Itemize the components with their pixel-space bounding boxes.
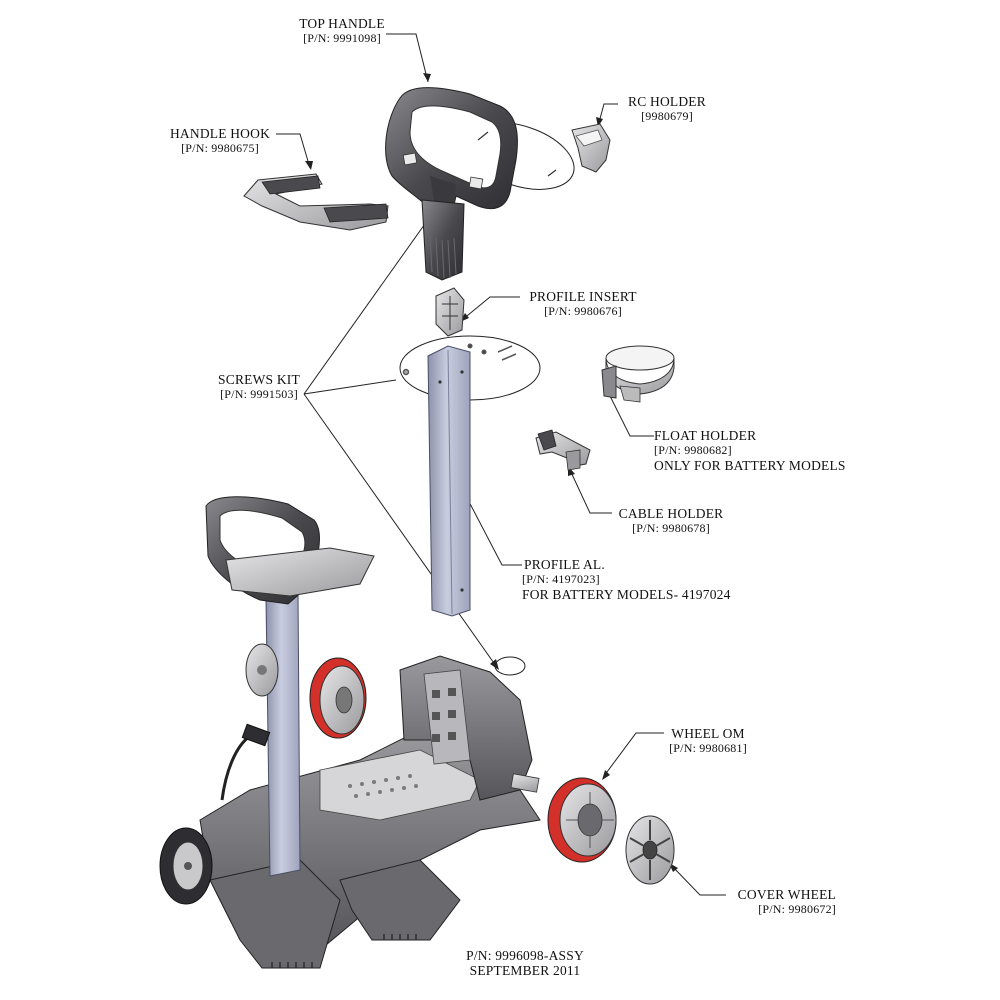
wheel-icon <box>547 777 617 863</box>
label-handle-hook: HANDLE HOOK [P/N: 9980675] <box>158 126 282 156</box>
part-note: FOR BATTERY MODELS- 4197024 <box>522 587 731 602</box>
part-number: [9980679] <box>641 109 693 123</box>
label-screws-kit: SCREWS KIT [P/N: 9991503] <box>204 372 314 402</box>
part-name: SCREWS KIT <box>218 372 300 387</box>
label-float-holder: FLOAT HOLDER [P/N: 9980682] ONLY FOR BAT… <box>654 428 874 473</box>
part-number: [P/N: 9980672] <box>758 902 836 916</box>
part-name: HANDLE HOOK <box>169 126 271 141</box>
part-number: [P/N: 9980676] <box>544 304 622 318</box>
part-number: [P/N: 9991503] <box>220 387 298 401</box>
label-cover-wheel: COVER WHEEL [P/N: 9980672] <box>720 887 836 917</box>
footer-assembly-info: P/N: 9996098-ASSY SEPTEMBER 2011 <box>440 948 610 978</box>
handle-hook-icon <box>243 173 389 231</box>
rc-holder-icon <box>571 123 611 173</box>
profile-insert-icon <box>435 287 465 337</box>
part-number: [P/N: 4197023] <box>522 572 600 586</box>
top-handle-icon <box>385 87 518 281</box>
label-wheel-om: WHEEL OM [P/N: 9980681] <box>660 726 756 756</box>
label-profile-al: PROFILE AL. [P/N: 4197023] FOR BATTERY M… <box>522 557 762 602</box>
part-name: TOP HANDLE <box>299 16 385 31</box>
revision-date: SEPTEMBER 2011 <box>469 963 581 978</box>
assembly-part-number: P/N: 9996098-ASSY <box>466 948 584 963</box>
part-name: WHEEL OM <box>671 726 745 741</box>
detail-ellipse-bottom <box>494 656 526 676</box>
part-name: PROFILE INSERT <box>529 289 637 304</box>
label-profile-insert: PROFILE INSERT [P/N: 9980676] <box>518 289 648 319</box>
part-name: CABLE HOLDER <box>618 506 724 521</box>
float-holder-icon <box>601 345 675 403</box>
label-cable-holder: CABLE HOLDER [P/N: 9980678] <box>610 506 732 536</box>
part-number: [P/N: 9991098] <box>303 31 381 45</box>
part-number: [P/N: 9980678] <box>632 521 710 535</box>
label-top-handle: TOP HANDLE [P/N: 9991098] <box>286 16 398 46</box>
part-number: [P/N: 9980681] <box>669 741 747 755</box>
label-rc-holder: RC HOLDER [9980679] <box>612 94 722 124</box>
part-number: [P/N: 9980682] <box>654 443 732 457</box>
screw-icon <box>402 343 517 376</box>
part-name: FLOAT HOLDER <box>654 428 757 443</box>
cable-holder-icon <box>535 429 591 471</box>
part-number: [P/N: 9980675] <box>181 141 259 155</box>
part-name: COVER WHEEL <box>737 887 836 902</box>
part-name: PROFILE AL. <box>524 557 605 572</box>
screw-icon <box>477 131 557 177</box>
part-name: RC HOLDER <box>628 94 706 109</box>
cover-wheel-icon <box>625 815 675 885</box>
profile-al-icon <box>427 345 471 617</box>
part-note: ONLY FOR BATTERY MODELS <box>654 458 846 473</box>
assembled-caddy-icon <box>159 496 541 969</box>
